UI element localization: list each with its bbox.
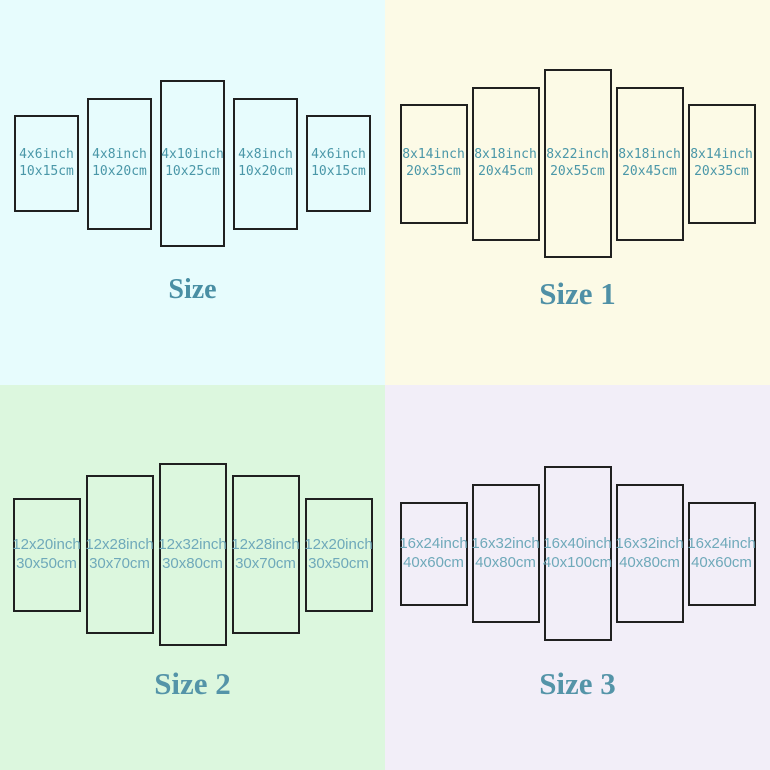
canvas-panel: 12x28inch 30x70cm — [231, 475, 300, 634]
panel-row: 12x20inch 30x50cm 12x28inch 30x70cm 12x3… — [0, 463, 385, 646]
canvas-panel: 16x32inch 40x80cm — [615, 484, 684, 623]
panel-size-inch: 16x24inch — [687, 534, 756, 552]
quadrant-size-2: 12x20inch 30x50cm 12x28inch 30x70cm 12x3… — [0, 385, 385, 770]
panel-size-cm: 30x80cm — [162, 554, 223, 572]
panel-size-cm: 40x80cm — [475, 553, 536, 571]
panel-size-inch: 4x8inch — [92, 147, 147, 163]
quadrant-size-3: 16x24inch 40x60cm 16x32inch 40x80cm 16x4… — [385, 385, 770, 770]
panel-size-inch: 4x6inch — [311, 147, 366, 163]
panel-size-inch: 12x28inch — [231, 535, 300, 553]
panel-size-cm: 40x100cm — [542, 553, 613, 571]
canvas-panel: 16x24inch 40x60cm — [399, 501, 468, 606]
panel-size-cm: 20x45cm — [478, 163, 533, 179]
canvas-panel: 4x8inch 10x20cm — [233, 97, 298, 230]
panel-size-inch: 12x20inch — [12, 535, 81, 553]
panel-size-cm: 30x50cm — [16, 554, 77, 572]
canvas-panel: 8x22inch 20x55cm — [543, 69, 612, 258]
panel-size-inch: 8x18inch — [618, 147, 681, 163]
panel-row: 8x14inch 20x35cm 8x18inch 20x45cm 8x22in… — [385, 69, 770, 258]
canvas-panel: 16x40inch 40x100cm — [542, 466, 613, 641]
panel-size-inch: 4x6inch — [19, 147, 74, 163]
quadrant-title: Size 2 — [154, 666, 231, 701]
canvas-panel: 12x32inch 30x80cm — [158, 463, 227, 646]
panel-size-inch: 8x18inch — [474, 147, 537, 163]
panel-size-inch: 12x32inch — [158, 535, 227, 553]
panel-size-inch: 8x14inch — [402, 147, 465, 163]
panel-size-inch: 8x14inch — [690, 147, 753, 163]
panel-size-cm: 40x60cm — [403, 553, 464, 571]
quadrant-title: Size 1 — [539, 276, 616, 311]
canvas-panel: 12x20inch 30x50cm — [304, 497, 373, 612]
panel-size-inch: 16x32inch — [615, 534, 684, 552]
panel-size-cm: 40x80cm — [619, 553, 680, 571]
panel-size-cm: 20x55cm — [550, 163, 605, 179]
canvas-panel: 16x32inch 40x80cm — [471, 484, 540, 623]
canvas-panel: 8x14inch 20x35cm — [687, 103, 756, 224]
panel-size-cm: 30x70cm — [235, 554, 296, 572]
panel-size-inch: 12x28inch — [85, 535, 154, 553]
panel-size-cm: 10x25cm — [165, 163, 220, 179]
panel-size-cm: 20x45cm — [622, 163, 677, 179]
quadrant-title: Size — [168, 274, 217, 305]
canvas-panel: 8x18inch 20x45cm — [615, 86, 684, 241]
canvas-panel: 16x24inch 40x60cm — [687, 501, 756, 606]
panel-size-inch: 4x8inch — [238, 147, 293, 163]
canvas-panel: 8x18inch 20x45cm — [471, 86, 540, 241]
panel-size-cm: 20x35cm — [694, 163, 749, 179]
canvas-panel: 4x6inch 10x15cm — [306, 115, 371, 212]
canvas-panel: 8x14inch 20x35cm — [399, 103, 468, 224]
panel-row: 16x24inch 40x60cm 16x32inch 40x80cm 16x4… — [385, 466, 770, 641]
panel-size-cm: 10x15cm — [19, 163, 74, 179]
canvas-panel: 4x8inch 10x20cm — [87, 97, 152, 230]
panel-size-cm: 10x20cm — [238, 163, 293, 179]
panel-size-inch: 16x32inch — [471, 534, 540, 552]
panel-size-inch: 4x10inch — [161, 147, 224, 163]
panel-size-cm: 30x70cm — [89, 554, 150, 572]
panel-row: 4x6inch 10x15cm 4x8inch 10x20cm 4x10inch… — [0, 80, 385, 247]
quadrant-size-1: 8x14inch 20x35cm 8x18inch 20x45cm 8x22in… — [385, 0, 770, 385]
panel-size-cm: 40x60cm — [691, 553, 752, 571]
canvas-panel: 12x28inch 30x70cm — [85, 475, 154, 634]
panel-size-inch: 16x24inch — [399, 534, 468, 552]
panel-size-cm: 10x15cm — [311, 163, 366, 179]
canvas-panel: 12x20inch 30x50cm — [12, 497, 81, 612]
panel-size-inch: 8x22inch — [546, 147, 609, 163]
panel-size-cm: 10x20cm — [92, 163, 147, 179]
panel-size-inch: 12x20inch — [304, 535, 373, 553]
panel-size-cm: 30x50cm — [308, 554, 369, 572]
panel-size-cm: 20x35cm — [406, 163, 461, 179]
canvas-panel: 4x10inch 10x25cm — [160, 80, 225, 247]
quadrant-size: 4x6inch 10x15cm 4x8inch 10x20cm 4x10inch… — [0, 0, 385, 385]
canvas-panel: 4x6inch 10x15cm — [14, 115, 79, 212]
panel-size-inch: 16x40inch — [543, 534, 612, 552]
quadrant-title: Size 3 — [539, 666, 616, 701]
